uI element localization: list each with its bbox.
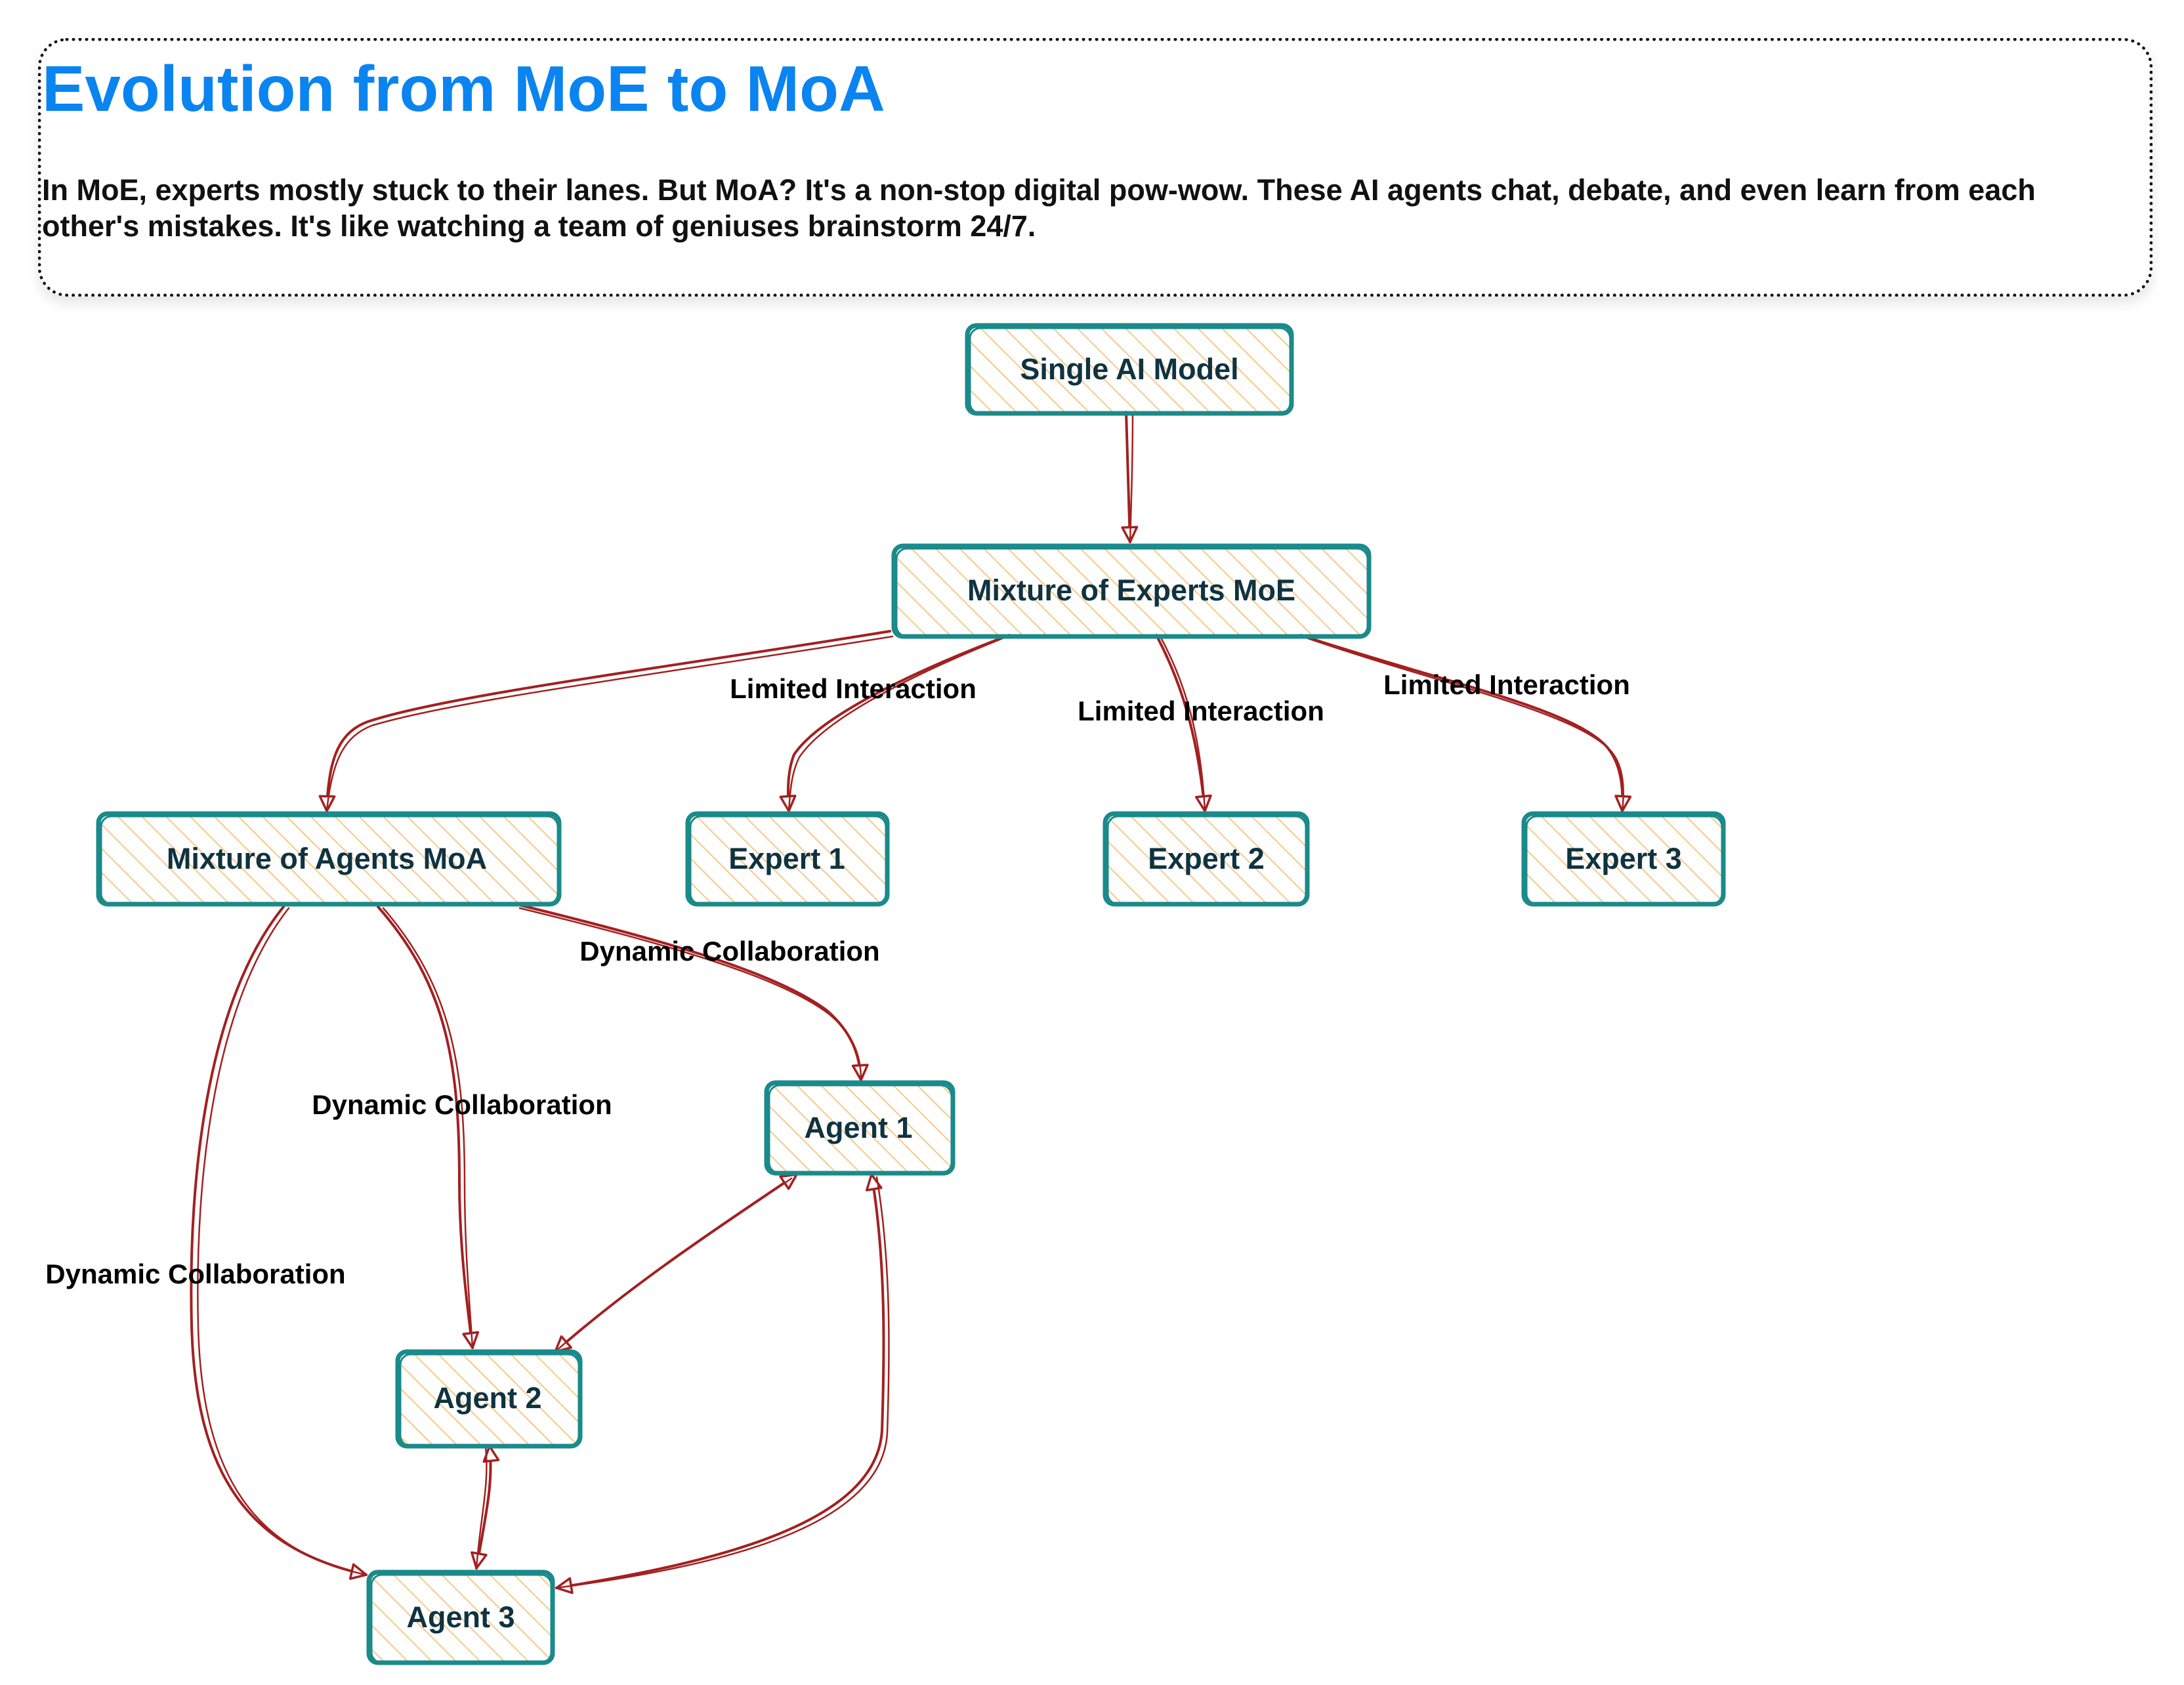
node-label: Agent 1	[804, 1111, 912, 1144]
edges	[190, 411, 1632, 1594]
node-agent-3[interactable]: Agent 3	[366, 1570, 555, 1665]
edge-labels: Limited Interaction Limited Interaction …	[45, 669, 1630, 1289]
node-label: Expert 2	[1148, 842, 1265, 875]
node-expert-3[interactable]: Expert 3	[1521, 811, 1726, 907]
edge-moe-to-expert3	[1299, 634, 1632, 812]
node-label: Expert 3	[1565, 842, 1682, 875]
node-mixture-of-agents[interactable]: Mixture of Agents MoA	[96, 811, 562, 907]
edge-label-moa-agent2: Dynamic Collaboration	[312, 1089, 612, 1120]
node-expert-2[interactable]: Expert 2	[1102, 811, 1310, 907]
edge-moa-to-agent1	[514, 903, 869, 1081]
edge-moe-to-expert1	[779, 634, 1011, 812]
intro-description: In MoE, experts mostly stuck to their la…	[42, 173, 2036, 243]
edge-label-moe-expert2: Limited Interaction	[1078, 696, 1324, 726]
edge-moe-to-moa	[318, 630, 894, 812]
edge-agent2-agent3	[471, 1445, 500, 1570]
node-agent-2[interactable]: Agent 2	[395, 1349, 583, 1449]
node-label: Single AI Model	[1020, 352, 1238, 386]
nodes: Single AI Model Mixture of Experts MoE M…	[96, 323, 1726, 1665]
edge-moa-to-agent3	[190, 905, 368, 1580]
node-label: Expert 1	[728, 842, 845, 875]
node-label: Mixture of Agents MoA	[167, 842, 487, 875]
node-expert-1[interactable]: Expert 1	[685, 811, 890, 907]
edge-label-moe-expert3: Limited Interaction	[1383, 669, 1630, 700]
node-agent-1[interactable]: Agent 1	[764, 1080, 956, 1176]
edge-single-to-moe	[1121, 411, 1139, 543]
header-panel	[38, 38, 2152, 297]
node-label: Mixture of Experts MoE	[967, 573, 1295, 607]
edge-label-moe-expert1: Limited Interaction	[730, 673, 976, 704]
edge-label-moa-agent3: Dynamic Collaboration	[45, 1259, 345, 1289]
edge-agent1-agent2	[554, 1173, 798, 1353]
edge-label-moa-agent1: Dynamic Collaboration	[579, 936, 879, 967]
edge-agent1-agent3	[555, 1173, 890, 1594]
node-mixture-of-experts[interactable]: Mixture of Experts MoE	[891, 543, 1372, 639]
page-title: Evolution from MoE to MoA	[42, 52, 885, 125]
edge-moa-to-agent2	[377, 905, 480, 1349]
node-label: Agent 2	[433, 1381, 541, 1415]
node-label: Agent 3	[406, 1600, 514, 1634]
node-single-ai-model[interactable]: Single AI Model	[965, 323, 1294, 416]
edge-moe-to-expert2	[1155, 634, 1212, 812]
